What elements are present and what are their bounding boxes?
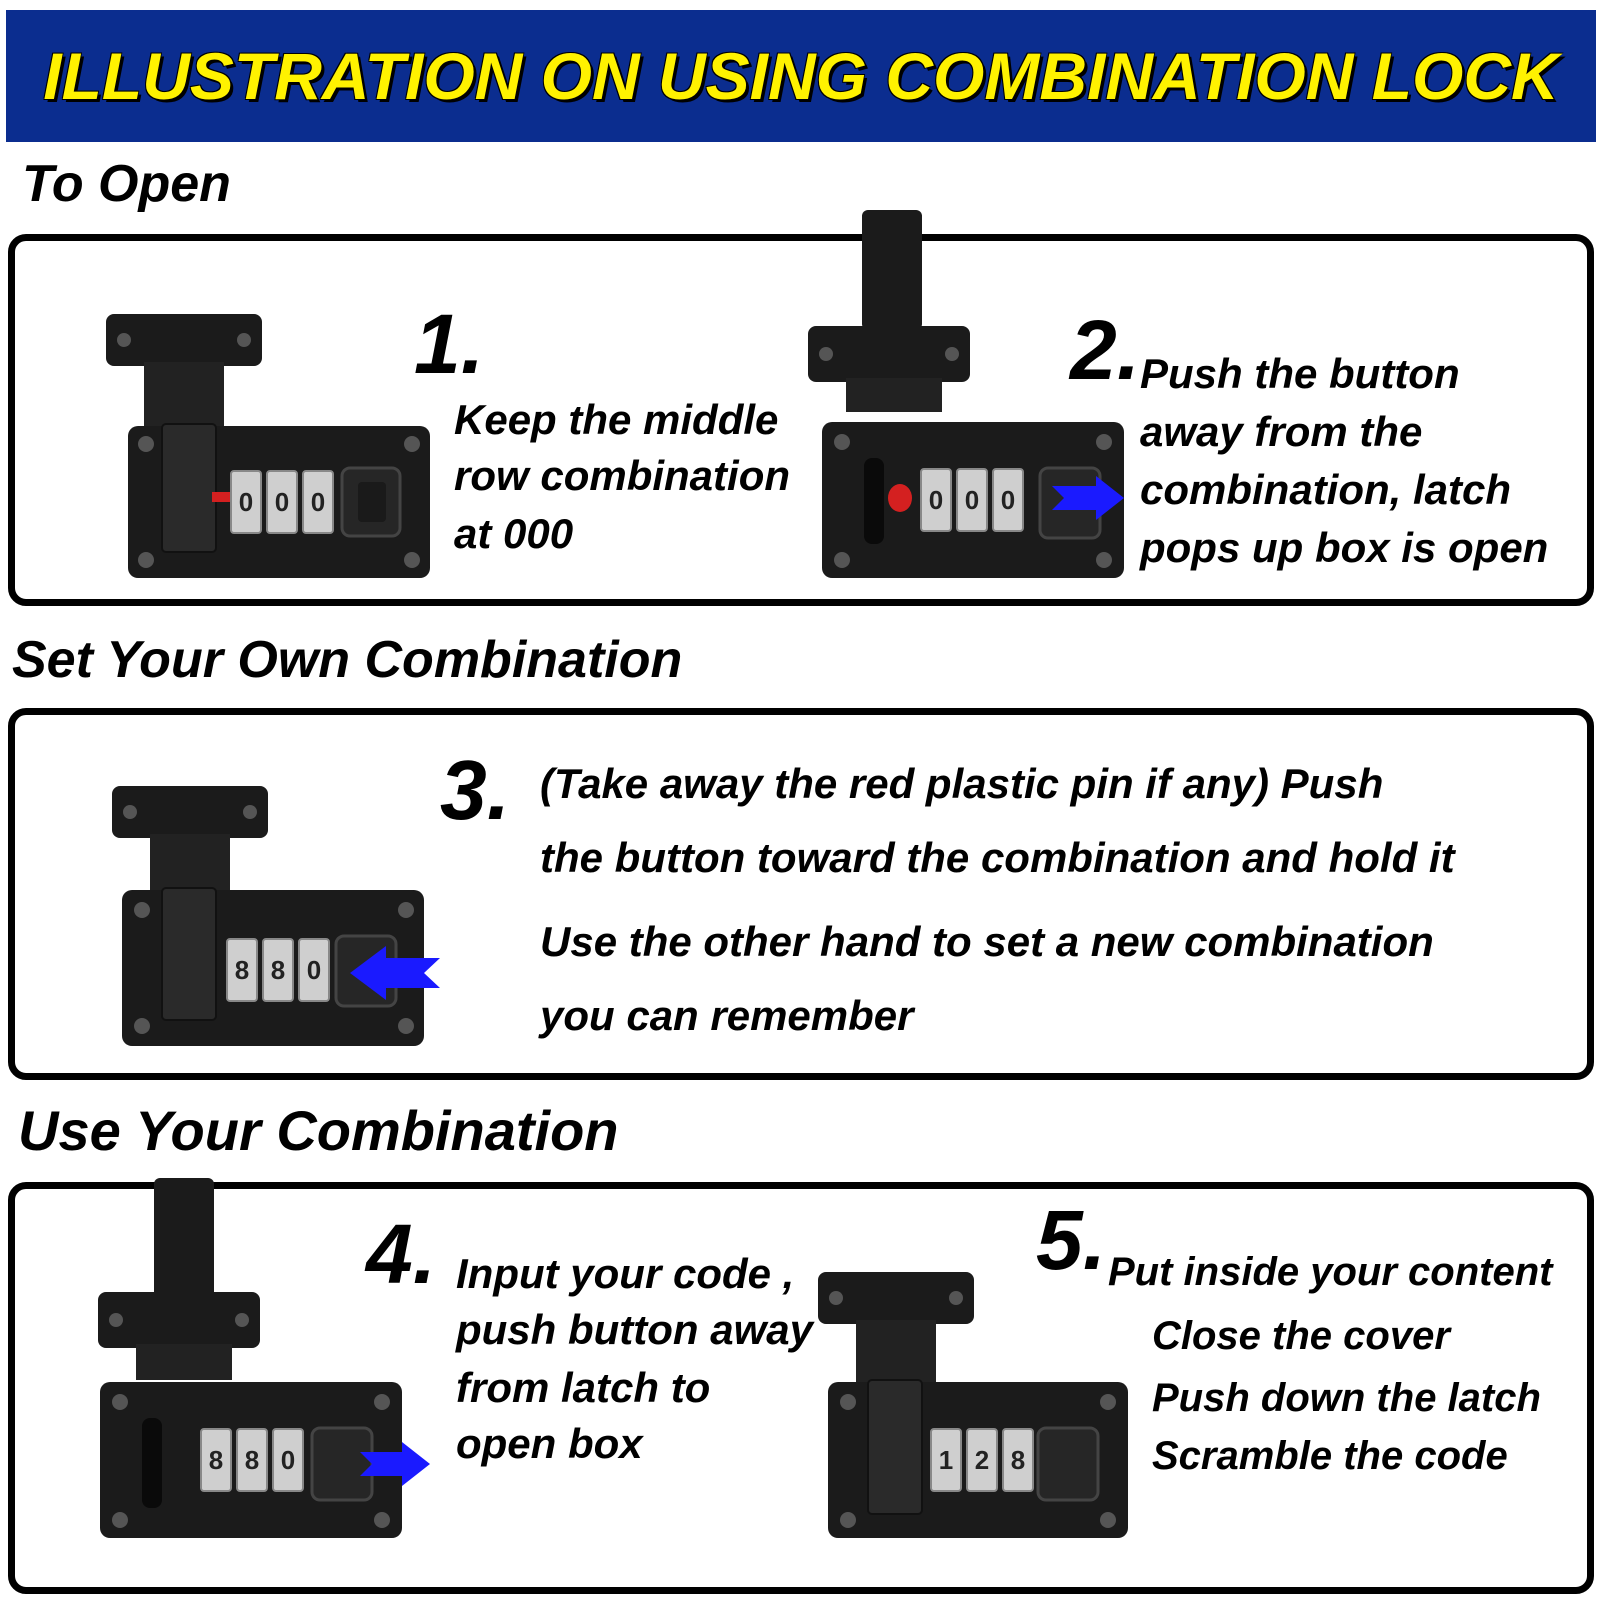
step-4-line-4: open box xyxy=(456,1420,643,1467)
dial-2[interactable]: 0 xyxy=(956,468,988,532)
step-5-line-1: Put inside your content xyxy=(1108,1250,1553,1294)
step-number-5: 5. xyxy=(1036,1193,1107,1287)
step-number-1: 1. xyxy=(414,297,485,391)
lock-set-step-3 xyxy=(112,786,424,1046)
step-number-3: 3. xyxy=(440,743,511,837)
dial-3[interactable]: 0 xyxy=(992,468,1024,532)
title-banner: ILLUSTRATION ON USING COMBINATION LOCK xyxy=(6,10,1596,142)
step-4-line-2: push button away xyxy=(456,1306,813,1353)
step-number-2: 2. xyxy=(1070,303,1141,397)
lock-closed-step-1 xyxy=(106,314,430,578)
step-1-line-2: row combination xyxy=(454,452,790,499)
step-number-4: 4. xyxy=(366,1207,437,1301)
page-title: ILLUSTRATION ON USING COMBINATION LOCK xyxy=(43,39,1559,113)
dial-2[interactable]: 0 xyxy=(266,470,298,534)
dial-3[interactable]: 0 xyxy=(298,938,330,1002)
dial-group-step-5: 1 2 8 xyxy=(930,1428,1040,1492)
dial-2[interactable]: 2 xyxy=(966,1428,998,1492)
lock-closed-step-5 xyxy=(818,1272,1128,1538)
dial-2[interactable]: 8 xyxy=(262,938,294,1002)
dial-group-step-3: 8 8 0 xyxy=(226,938,336,1002)
heading-set-combination: Set Your Own Combination xyxy=(12,631,683,689)
dial-group-step-2: 0 0 0 xyxy=(920,468,1030,532)
heading-to-open: To Open xyxy=(22,155,231,213)
step-4-line-1: Input your code , xyxy=(456,1250,795,1297)
step-5-line-4: Scramble the code xyxy=(1152,1434,1508,1478)
step-5-line-2: Close the cover xyxy=(1152,1314,1450,1358)
step-1-line-3: at 000 xyxy=(454,510,574,557)
step-2-line-1: Push the button xyxy=(1140,350,1460,397)
heading-use-combination: Use Your Combination xyxy=(18,1099,619,1162)
right-arrow-icon-step-4 xyxy=(360,1442,430,1486)
step-3-line-1: (Take away the red plastic pin if any) P… xyxy=(540,760,1384,807)
dial-1[interactable]: 1 xyxy=(930,1428,962,1492)
dial-3[interactable]: 0 xyxy=(302,470,334,534)
step-3-line-4: you can remember xyxy=(540,992,914,1039)
step-1-line-1: Keep the middle xyxy=(454,396,779,443)
step-3-line-2: the button toward the combination and ho… xyxy=(540,834,1455,881)
step-4-line-3: from latch to xyxy=(456,1364,711,1411)
dial-group-step-4: 8 8 0 xyxy=(200,1428,310,1492)
dial-2[interactable]: 8 xyxy=(236,1428,268,1492)
right-arrow-icon xyxy=(1052,476,1124,520)
dial-1[interactable]: 8 xyxy=(200,1428,232,1492)
dial-group-step-1: 0 0 0 xyxy=(230,470,340,534)
step-5-line-3: Push down the latch xyxy=(1152,1376,1541,1420)
step-2-line-2: away from the xyxy=(1140,408,1423,455)
step-3-line-3: Use the other hand to set a new combinat… xyxy=(540,918,1434,965)
dial-1[interactable]: 0 xyxy=(920,468,952,532)
dial-1[interactable]: 0 xyxy=(230,470,262,534)
dial-3[interactable]: 0 xyxy=(272,1428,304,1492)
left-arrow-icon xyxy=(350,946,440,1000)
dial-3[interactable]: 8 xyxy=(1002,1428,1034,1492)
dial-1[interactable]: 8 xyxy=(226,938,258,1002)
step-2-line-4: pops up box is open xyxy=(1140,524,1549,571)
step-2-line-3: combination, latch xyxy=(1140,466,1512,513)
